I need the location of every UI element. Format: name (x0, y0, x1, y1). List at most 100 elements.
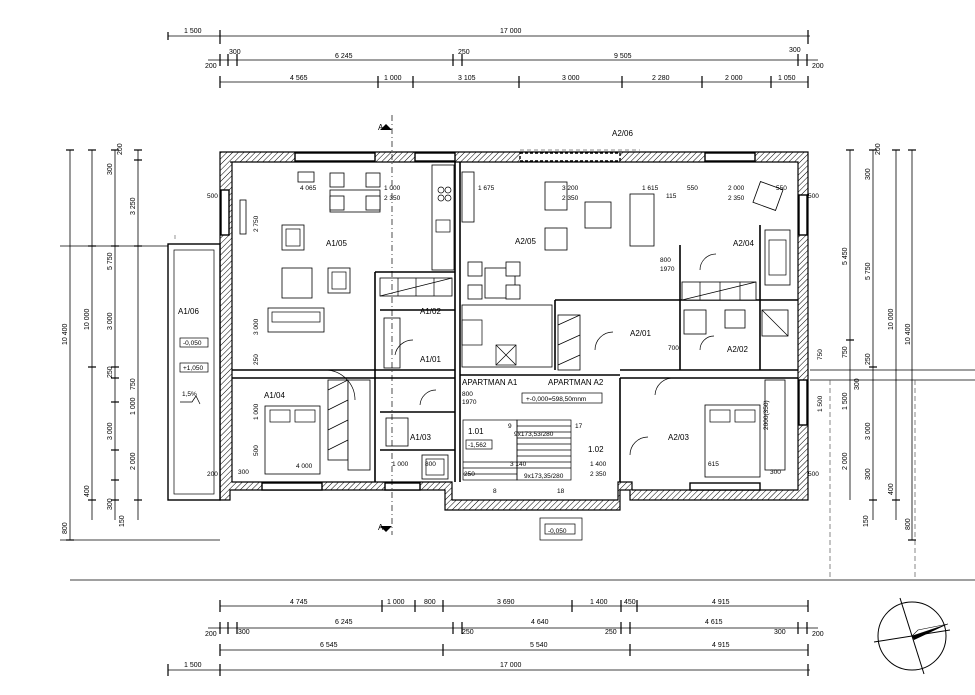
wall-200-left: 200 (207, 471, 218, 478)
entry-level: -0,050 (548, 528, 567, 535)
slope-label: 1,5% (182, 391, 197, 398)
right-dim-2000: 2 000 (842, 452, 849, 470)
top-dim-9505: 9 505 (614, 53, 632, 60)
width-4000: 4 000 (296, 463, 313, 470)
room-a102: A1/02 (420, 307, 441, 316)
room-a101: A1/01 (420, 355, 441, 364)
width-4065: 4 065 (300, 185, 317, 192)
width-3200: 3 200 (562, 185, 579, 192)
left-dim-300b: 300 (107, 498, 114, 510)
room-a103: A1/03 (410, 433, 431, 442)
bottom-dim-4915b: 4 915 (712, 642, 730, 649)
top-dim-1050: 1 050 (778, 75, 796, 82)
left-dim-3250: 3 250 (130, 197, 137, 215)
bottom-dim-300-right: 300 (774, 629, 786, 636)
right-dim-250: 250 (865, 353, 872, 365)
bottom-dim-250-left: 250 (462, 629, 474, 636)
section-marker-bottom: A (378, 523, 384, 532)
bottom-dim-4915a: 4 915 (712, 599, 730, 606)
right-dim-150: 150 (863, 515, 870, 527)
bottom-dim-1500: 1 500 (184, 662, 202, 669)
room-a202: A2/02 (727, 345, 748, 354)
top-dim-200-left: 200 (205, 63, 217, 70)
right-dim-300: 300 (865, 168, 872, 180)
left-dim-2000: 2 000 (130, 452, 137, 470)
right-dim-1500: 1 500 (842, 392, 849, 410)
width-550a: 550 (687, 185, 698, 192)
top-dim-200-right: 200 (812, 63, 824, 70)
left-dimensions: 10 400 10 000 5 750 3 000 250 750 1 000 … (60, 143, 220, 541)
right-dim-400: 400 (888, 483, 895, 495)
terrace: A1/06 -0,050 +1,050 1,5% (167, 243, 221, 501)
annotations: +-0,000=598,50mnm -1,562 9x173,53/280 9x… (207, 185, 824, 535)
bottom-dim-450: 450 (624, 599, 636, 606)
top-dim-300-right: 300 (789, 47, 801, 54)
left-dim-1000: 1 000 (130, 397, 137, 415)
level-terrace-2: +1,050 (183, 365, 203, 372)
right-dim-10400: 10 400 (905, 323, 912, 345)
width-2350a: 2 350 (384, 195, 401, 202)
bottom-dim-1400: 1 400 (590, 599, 608, 606)
width-550b: 550 (776, 185, 787, 192)
top-dim-1000: 1 000 (384, 75, 402, 82)
door-800-stair: 800 (462, 391, 473, 398)
room-a104: A1/04 (264, 391, 285, 400)
width-3140: 3 140 (510, 461, 527, 468)
right-dimensions: 5 450 5 750 10 000 10 400 300 1 500 3 00… (810, 143, 975, 580)
height-750: 750 (817, 349, 824, 360)
width-2350c: 2 350 (728, 195, 745, 202)
width-1400: 1 400 (590, 461, 607, 468)
width-1675: 1 675 (478, 185, 495, 192)
room-101: 1.01 (468, 427, 484, 436)
top-dim-300-left: 300 (229, 49, 241, 56)
step-9: 9 (508, 423, 512, 430)
left-dim-3000b: 3 000 (107, 422, 114, 440)
stair-level: -1,562 (468, 442, 487, 449)
height-500: 500 (253, 445, 260, 456)
bottom-dim-5540: 5 540 (530, 642, 548, 649)
room-a105: A1/05 (326, 239, 347, 248)
door-1970: 1970 (660, 266, 675, 273)
north-arrow-icon (873, 597, 951, 675)
left-dim-10400: 10 400 (62, 323, 69, 345)
room-a204: A2/04 (733, 239, 754, 248)
bottom-dim-6545: 6 545 (320, 642, 338, 649)
bottom-dim-1000: 1 000 (387, 599, 405, 606)
bottom-dim-4640: 4 640 (531, 619, 549, 626)
bottom-dim-4615: 4 615 (705, 619, 723, 626)
right-dim-300b: 300 (865, 468, 872, 480)
left-dim-200: 200 (117, 143, 124, 155)
bottom-dim-17000: 17 000 (500, 662, 522, 669)
room-a106: A1/06 (178, 307, 199, 316)
stair-2-spec: 9x173,35/280 (524, 473, 564, 480)
door-700: 700 (668, 345, 679, 352)
apartment-a2-label: APARTMAN A2 (548, 378, 604, 387)
right-dim-10000: 10 000 (888, 308, 895, 330)
width-250: 250 (464, 471, 475, 478)
right-dim-200: 200 (875, 143, 882, 155)
section-marker-top: A (378, 123, 384, 132)
bottom-dim-300-left: 300 (238, 629, 250, 636)
height-250: 250 (253, 354, 260, 365)
door-1970-stair: 1970 (462, 399, 477, 406)
left-dim-400: 400 (84, 485, 91, 497)
step-17: 17 (575, 423, 583, 430)
bottom-dim-200-left: 200 (205, 631, 217, 638)
left-dim-10000: 10 000 (84, 308, 91, 330)
width-115: 115 (666, 193, 677, 200)
top-dim-250: 250 (458, 49, 470, 56)
room-102: 1.02 (588, 445, 604, 454)
level-terrace-1: -0,050 (183, 340, 202, 347)
wall-300-left: 300 (238, 469, 249, 476)
left-dim-150: 150 (119, 515, 126, 527)
building-walls (219, 151, 809, 511)
wall-300-right: 300 (770, 469, 781, 476)
left-dim-250: 250 (107, 366, 114, 378)
right-dim-300c: 300 (854, 378, 861, 390)
bottom-dim-200-right: 200 (812, 631, 824, 638)
section-line: A A (174, 115, 640, 535)
bottom-dim-800: 800 (424, 599, 436, 606)
left-dim-800: 800 (62, 522, 69, 534)
top-dim-3105: 3 105 (458, 75, 476, 82)
height-3000: 3 000 (253, 318, 260, 335)
